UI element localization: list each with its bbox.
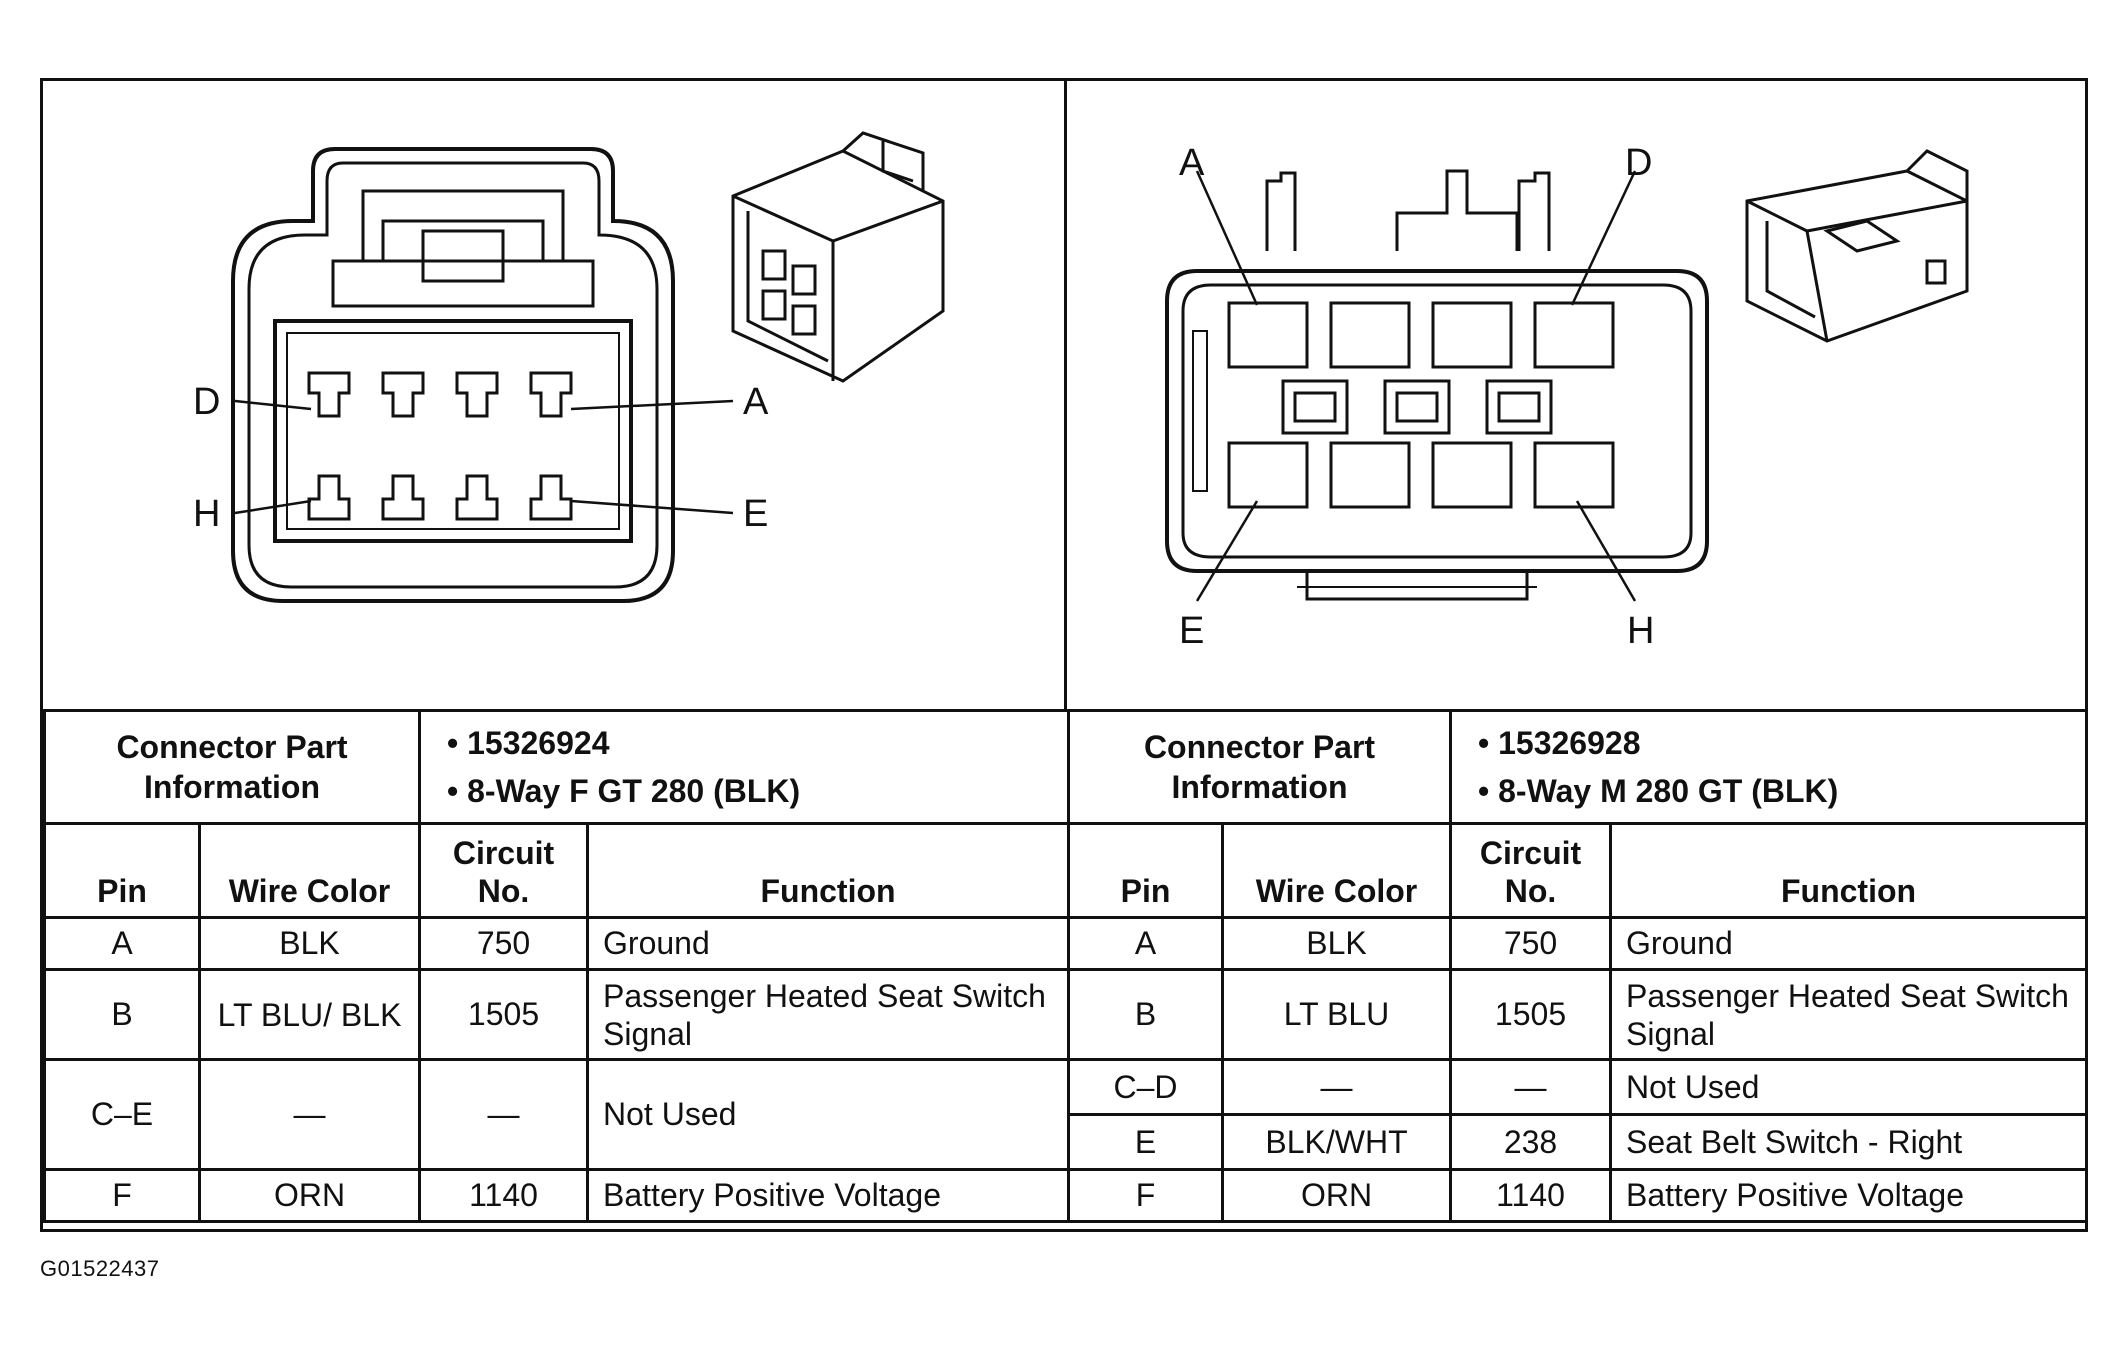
- circuit-cell: 1505: [418, 968, 590, 1061]
- function-cell: Not Used: [1609, 1058, 2089, 1116]
- circuit-column-header: Circuit No.: [418, 822, 590, 919]
- pin-label-a: A: [743, 381, 769, 423]
- part-number-list: 15326924 8-Way F GT 280 (BLK): [418, 709, 1071, 825]
- circuit-cell: 238: [1449, 1113, 1613, 1171]
- wire-color-column-header: Wire Color: [197, 822, 422, 919]
- part-number-list: 15326928 8-Way M 280 GT (BLK): [1449, 709, 2089, 825]
- part-number: 15326928: [1478, 719, 2071, 767]
- circuit-cell: 750: [1449, 916, 1613, 971]
- connector-part-info-label: Connector Part Information: [1066, 709, 1453, 825]
- pin-cell: B: [1067, 968, 1224, 1061]
- female-connector-iso-icon: [731, 131, 945, 383]
- pin-cell: E: [1067, 1113, 1224, 1171]
- circuit-cell: —: [418, 1058, 590, 1171]
- pin-cell: A: [1067, 916, 1224, 971]
- part-number: 15326924: [447, 719, 1053, 767]
- wire-color-column-header: Wire Color: [1220, 822, 1453, 919]
- pin-column-header: Pin: [1067, 822, 1224, 919]
- circuit-column-header: Circuit No.: [1449, 822, 1613, 919]
- wire-color-cell: BLK/WHT: [1220, 1113, 1453, 1171]
- pin-cell: C–E: [43, 1058, 201, 1171]
- function-cell: Ground: [586, 916, 1071, 971]
- table-row: C–E — — Not Used: [43, 1058, 1071, 1171]
- wire-color-cell: ORN: [1220, 1168, 1453, 1223]
- wire-color-cell: —: [1220, 1058, 1453, 1116]
- pin-cell: B: [43, 968, 201, 1061]
- pin-cell: F: [43, 1168, 201, 1223]
- table-row: B LT BLU/ BLK 1505 Passenger Heated Seat…: [43, 968, 1071, 1061]
- connector-description: 8-Way M 280 GT (BLK): [1478, 767, 2071, 815]
- table-row: C–D — — Not Used: [1067, 1058, 2089, 1116]
- diagram-id-label: G01522437: [40, 1256, 160, 1281]
- wire-color-cell: BLK: [197, 916, 422, 971]
- pin-label-h: H: [1627, 610, 1654, 652]
- connector-part-info-label: Connector Part Information: [42, 709, 422, 825]
- circuit-cell: 1505: [1449, 968, 1613, 1061]
- table-row: F ORN 1140 Battery Positive Voltage: [1067, 1168, 2089, 1223]
- pin-label-e: E: [743, 493, 768, 535]
- female-connector-pinout-table: Connector Part Information 15326924 8-Wa…: [42, 709, 1071, 1223]
- connector-description: 8-Way F GT 280 (BLK): [447, 767, 1053, 815]
- pin-column-header: Pin: [43, 822, 201, 919]
- pin-cell: A: [43, 916, 201, 971]
- wire-color-cell: ORN: [197, 1168, 422, 1223]
- connector-diagram-frame: D A H E: [40, 78, 2089, 1232]
- wire-color-cell: LT BLU: [1220, 968, 1453, 1061]
- pin-label-d: D: [1625, 142, 1652, 184]
- male-connector-drawing: A D E H: [1067, 81, 2085, 712]
- male-connector-face-view: A D E H: [1165, 142, 1969, 652]
- function-cell: Not Used: [586, 1058, 1071, 1171]
- function-cell: Battery Positive Voltage: [586, 1168, 1071, 1223]
- pin-cell: C–D: [1067, 1058, 1224, 1116]
- table-row: E BLK/WHT 238 Seat Belt Switch - Right: [1067, 1113, 2089, 1171]
- male-connector-iso-icon: [1745, 149, 1969, 343]
- wire-color-cell: BLK: [1220, 916, 1453, 971]
- function-cell: Passenger Heated Seat Switch Signal: [586, 968, 1071, 1061]
- wire-color-cell: LT BLU/ BLK: [197, 968, 422, 1061]
- function-column-header: Function: [586, 822, 1071, 919]
- table-row: B LT BLU 1505 Passenger Heated Seat Swit…: [1067, 968, 2089, 1061]
- female-connector-drawing: D A H E: [43, 81, 1067, 712]
- circuit-cell: 1140: [1449, 1168, 1613, 1223]
- female-connector-face-view: D A H E: [193, 131, 945, 603]
- table-row: A BLK 750 Ground: [43, 916, 1071, 971]
- circuit-cell: 750: [418, 916, 590, 971]
- circuit-cell: —: [1449, 1058, 1613, 1116]
- pin-label-e: E: [1179, 610, 1204, 652]
- pin-label-h: H: [193, 493, 220, 535]
- function-cell: Ground: [1609, 916, 2089, 971]
- pin-label-d: D: [193, 381, 220, 423]
- pin-label-a: A: [1179, 142, 1205, 184]
- function-cell: Passenger Heated Seat Switch Signal: [1609, 968, 2089, 1061]
- function-cell: Seat Belt Switch - Right: [1609, 1113, 2089, 1171]
- wire-color-cell: —: [197, 1058, 422, 1171]
- table-row: F ORN 1140 Battery Positive Voltage: [43, 1168, 1071, 1223]
- circuit-cell: 1140: [418, 1168, 590, 1223]
- function-column-header: Function: [1609, 822, 2089, 919]
- pin-cell: F: [1067, 1168, 1224, 1223]
- male-connector-pinout-table: Connector Part Information 15326928 8-Wa…: [1066, 709, 2089, 1223]
- table-row: A BLK 750 Ground: [1067, 916, 2089, 971]
- function-cell: Battery Positive Voltage: [1609, 1168, 2089, 1223]
